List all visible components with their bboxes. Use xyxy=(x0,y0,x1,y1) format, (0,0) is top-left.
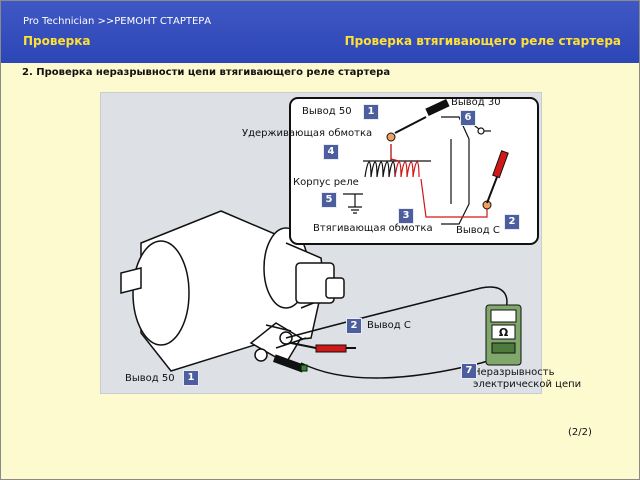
badge-3: 3 xyxy=(398,208,414,224)
badge-5: 5 xyxy=(321,192,337,208)
label-continuity-line1: Неразрывность xyxy=(473,367,555,378)
multimeter-icon xyxy=(485,304,522,366)
badge-1-bottom: 1 xyxy=(183,370,199,386)
label-relay-body: Корпус реле xyxy=(293,177,359,188)
breadcrumb[interactable]: Pro Technician >>РЕМОНТ СТАРТЕРА xyxy=(23,16,212,27)
label-continuity: Неразрывность электрической цепи xyxy=(473,367,581,391)
label-terminal-50-bottom: Вывод 50 xyxy=(125,373,175,384)
badge-6: 6 xyxy=(460,110,476,126)
page-indicator: (2/2) xyxy=(568,427,592,438)
badge-2-bottom: 2 xyxy=(346,318,362,334)
label-terminal-30: Вывод 30 xyxy=(451,97,501,108)
label-terminal-c-top: Вывод C xyxy=(456,225,500,236)
label-hold-winding: Удерживающая обмотка xyxy=(242,128,373,139)
pull-coil-icon xyxy=(390,144,488,218)
black-probe-50 xyxy=(272,354,308,373)
starter-motor-illustration xyxy=(120,210,345,372)
step-subtitle: 2. Проверка неразрывности цепи втягивающ… xyxy=(22,67,391,78)
red-probe-c xyxy=(290,342,356,353)
label-terminal-50-top: Вывод 50 xyxy=(302,106,352,117)
badge-2-top: 2 xyxy=(504,214,520,230)
hold-coil-icon xyxy=(364,161,396,178)
badge-7: 7 xyxy=(461,363,477,379)
label-pull-winding: Втягивающая обмотка xyxy=(313,223,433,234)
section-title: Проверка xyxy=(23,34,91,48)
badge-1-top: 1 xyxy=(363,104,379,120)
black-probe-icon xyxy=(394,99,450,134)
label-continuity-line2: электрической цепи xyxy=(473,379,582,390)
header-bar: Pro Technician >>РЕМОНТ СТАРТЕРА Проверк… xyxy=(1,1,639,63)
badge-4: 4 xyxy=(323,144,339,160)
page-title: Проверка втягивающего реле стартера xyxy=(344,34,621,48)
terminal-50-node xyxy=(386,132,396,142)
starter-drawing: Ω xyxy=(120,210,522,379)
red-probe-icon xyxy=(486,150,509,204)
schematic-inset xyxy=(289,97,539,245)
starter-diagram: Ω xyxy=(100,92,581,394)
circuit-schematic xyxy=(343,99,509,225)
meter-symbol: Ω xyxy=(499,326,509,339)
label-terminal-c-bottom: Вывод C xyxy=(367,320,411,331)
